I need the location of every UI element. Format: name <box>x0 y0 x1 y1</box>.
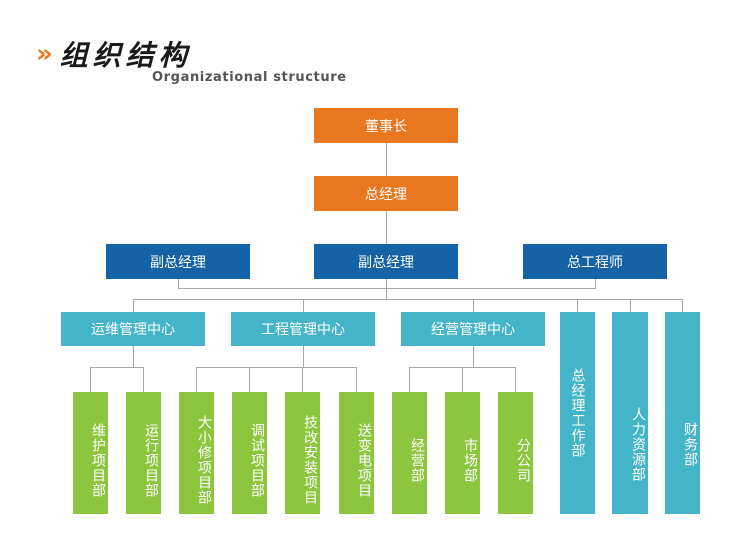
connector-line <box>178 288 596 289</box>
general-manager-box: 总经理 <box>314 176 458 211</box>
engineering-center-box: 工程管理中心 <box>231 312 375 346</box>
chairman-box: 董事长 <box>314 108 458 143</box>
connector-line <box>386 143 387 176</box>
finance-department-box: 财务部 <box>665 312 700 514</box>
maintenance-project-unit-box: 维护项目部 <box>73 392 108 514</box>
connector-line <box>473 346 474 368</box>
page-subtitle: Organizational structure <box>152 70 347 85</box>
connector-line <box>386 211 387 244</box>
connector-line <box>577 299 578 312</box>
hr-department-box: 人力资源部 <box>612 312 648 514</box>
page-title: 组织结构 <box>59 39 192 72</box>
connector-line <box>143 367 144 392</box>
connector-line <box>303 299 304 312</box>
gm-office-department-box: 总经理工作部 <box>560 312 595 514</box>
commissioning-project-unit-box: 调试项目部 <box>232 392 267 514</box>
connector-line <box>386 279 387 299</box>
power-transmission-unit-box: 送变电项目 <box>339 392 374 514</box>
connector-line <box>630 299 631 312</box>
connector-line <box>462 367 463 392</box>
connector-line <box>682 299 683 312</box>
connector-line <box>515 367 516 392</box>
connector-line <box>133 346 134 368</box>
business-department-box: 经营部 <box>392 392 427 514</box>
deputy-general-manager-box: 副总经理 <box>314 244 458 279</box>
branch-company-box: 分公司 <box>498 392 533 514</box>
double-chevron-icon: » <box>36 39 53 69</box>
connector-line <box>196 367 357 368</box>
operations-center-box: 运维管理中心 <box>61 312 205 346</box>
connector-line <box>409 367 410 392</box>
chief-engineer-box: 总工程师 <box>523 244 667 279</box>
connector-line <box>249 367 250 392</box>
connector-line <box>473 299 474 312</box>
connector-line <box>178 279 179 289</box>
business-center-box: 经营管理中心 <box>401 312 545 346</box>
connector-line <box>356 367 357 392</box>
connector-line <box>90 367 144 368</box>
overhaul-project-unit-box: 大小修项目部 <box>179 392 214 514</box>
connector-line <box>133 299 683 300</box>
connector-line <box>196 367 197 392</box>
connector-line <box>595 279 596 289</box>
deputy-general-manager-box: 副总经理 <box>106 244 250 279</box>
connector-line <box>302 367 303 392</box>
market-department-box: 市场部 <box>445 392 480 514</box>
connector-line <box>90 367 91 392</box>
header: » 组织结构 <box>36 36 192 72</box>
connector-line <box>133 299 134 312</box>
operation-project-unit-box: 运行项目部 <box>126 392 161 514</box>
connector-line <box>303 346 304 368</box>
retrofit-installation-unit-box: 技改安装项目 <box>285 392 320 514</box>
